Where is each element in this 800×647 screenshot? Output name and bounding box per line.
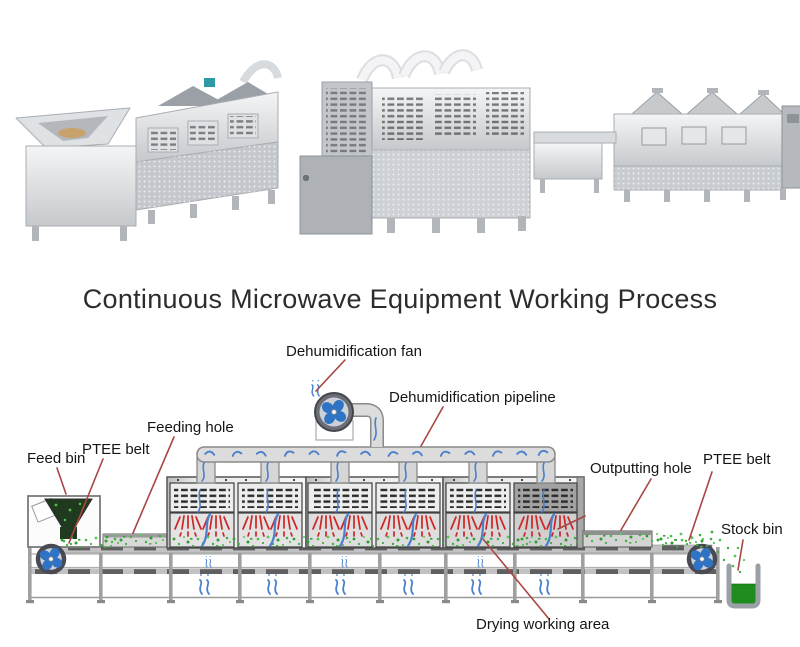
label-drying-working-area: Drying working area [476, 616, 610, 633]
machine-photo-right [533, 88, 800, 202]
under-belt-steam [199, 555, 550, 595]
support-frame [26, 547, 722, 604]
label-feeding-hole: Feeding hole [147, 419, 234, 436]
steam-wisps [197, 489, 556, 548]
label-ptee-belt-left: PTEE belt [82, 441, 150, 458]
outputting-hole-tray [582, 530, 653, 548]
page-title: Continuous Microwave Equipment Working P… [82, 284, 718, 314]
dehumidification-fan [311, 379, 384, 447]
microwave-machine [166, 476, 585, 549]
stock-bin [726, 563, 761, 609]
leader-lines [56, 359, 744, 620]
label-stock-bin: Stock bin [721, 521, 783, 538]
label-feed-bin: Feed bin [27, 450, 86, 467]
duct-steam [201, 462, 545, 482]
label-dehumidification-pipeline: Dehumidification pipeline [389, 389, 556, 406]
drying-cavities [169, 512, 578, 548]
vent-slats [174, 487, 573, 508]
machine-photo-left [15, 60, 282, 241]
machine-photo-middle [299, 49, 531, 235]
screw-dots [176, 478, 572, 482]
falling-specks [710, 530, 746, 574]
label-dehumidification-fan: Dehumidification fan [286, 343, 422, 360]
dehumidification-pipeline [196, 446, 556, 484]
material-specks [60, 530, 746, 574]
label-outputting-hole: Outputting hole [590, 460, 692, 477]
feed-bin [27, 495, 101, 548]
label-ptee-belt-right: PTEE belt [703, 451, 771, 468]
